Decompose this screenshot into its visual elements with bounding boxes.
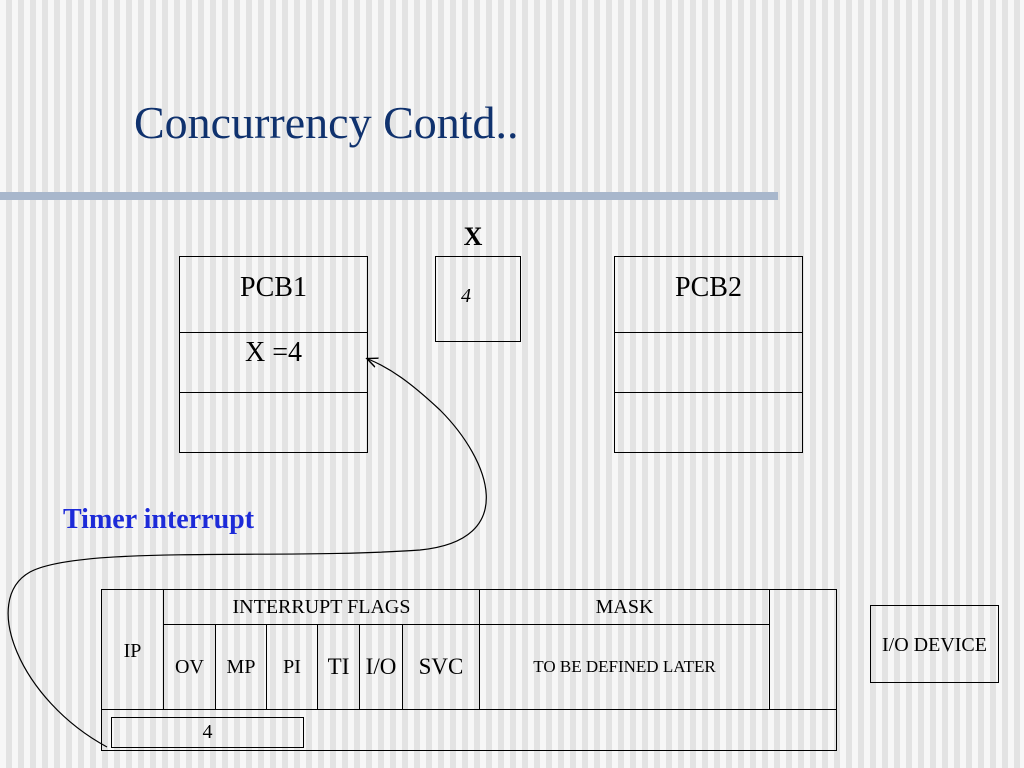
flag-svc-label: SVC [418,654,464,679]
variable-name: X [463,222,483,251]
ip-label: IP [123,640,142,662]
pcb1-label: PCB1 [240,271,307,303]
flag-ov-label: OV [175,655,204,678]
slide-title: Concurrency Contd.. [134,97,519,148]
pcb1-x-value: X =4 [244,337,302,368]
flag-svc: SVC [402,624,480,710]
flag-ti-label: TI [327,654,350,679]
pcb2-label: PCB2 [675,271,742,303]
flag-mp-label: MP [226,655,256,678]
pcb2-block: PCB2 [614,256,803,453]
title-underline [0,192,778,200]
flag-mp: MP [215,624,267,710]
mask-value-cell: TO BE DEFINED LATER [479,624,770,710]
pcb1-block: PCB1 X =4 [179,256,368,453]
spare-cell [769,589,837,710]
pcb1-row-x: X =4 [179,332,368,393]
variable-box: 4 [435,256,521,342]
ip-value: 4 [202,721,213,743]
pcb1-row-empty [179,392,368,453]
variable-value: 4 [461,284,471,307]
flag-io: I/O [359,624,403,710]
mask-label: MASK [595,595,654,618]
ip-cell: IP [101,589,164,710]
flag-pi: PI [266,624,318,710]
pcb2-row-3 [614,392,803,453]
pcb1-row-header: PCB1 [179,256,368,333]
flag-ov: OV [163,624,216,710]
flag-io-label: I/O [365,654,397,679]
timer-interrupt-label: Timer interrupt [63,504,255,535]
ip-value-box: 4 [111,717,304,748]
interrupt-flags-header: INTERRUPT FLAGS [163,589,480,625]
pcb2-row-header: PCB2 [614,256,803,333]
pcb2-row-2 [614,332,803,393]
flag-pi-label: PI [283,655,301,678]
register-block: IP INTERRUPT FLAGS MASK OV MP PI TI I/O … [101,589,837,751]
io-device-box: I/O DEVICE [870,605,999,683]
flag-ti: TI [317,624,360,710]
io-device-label: I/O DEVICE [882,634,987,656]
interrupt-flags-label: INTERRUPT FLAGS [232,595,411,618]
mask-header: MASK [479,589,770,625]
mask-value: TO BE DEFINED LATER [533,657,716,676]
